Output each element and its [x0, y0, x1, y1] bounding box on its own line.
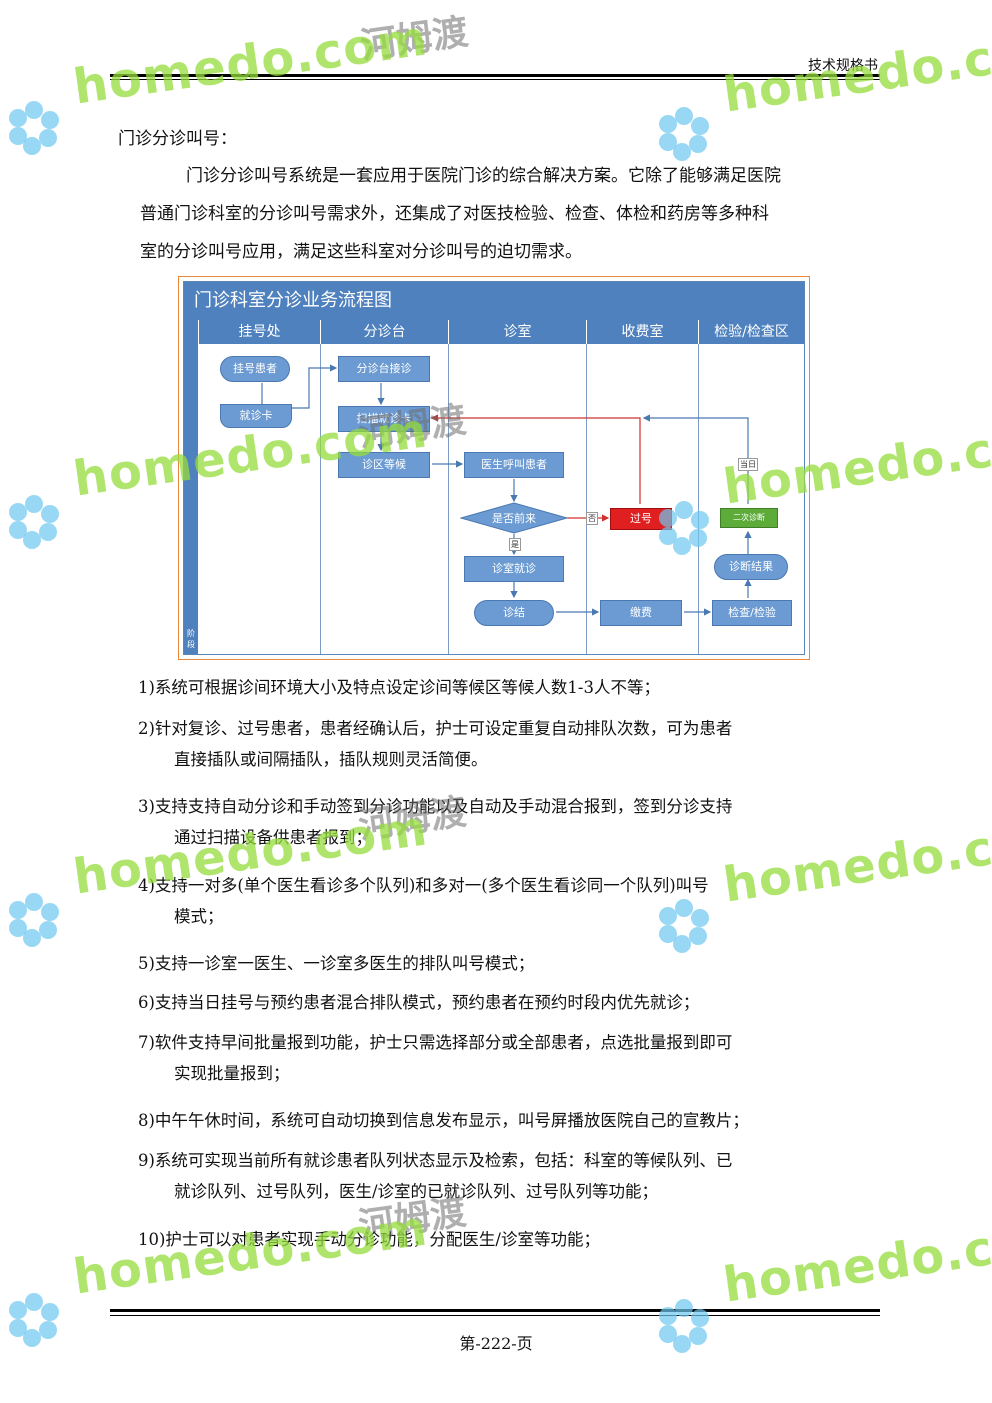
- node-present-check-shape: [460, 502, 568, 534]
- flowchart-connectors: [261, 364, 752, 616]
- list-item: 10)护士可以对患者实现手动分诊功能，分配医生/诊室等功能；: [138, 1224, 878, 1255]
- intro-paragraph: 门诊分诊叫号系统是一套应用于医院门诊的综合解决方案。它除了能够满足医院 普通门诊…: [140, 157, 885, 271]
- node-diagnosis-result: 诊断结果: [714, 554, 788, 580]
- list-item-text: 7)软件支持早间批量报到功能，护士只需选择部分或全部患者，点选批量报到即可: [138, 1033, 733, 1052]
- node-diagnosis-end: 诊结: [474, 600, 554, 626]
- list-item: 8)中午午休时间，系统可自动切换到信息发布显示，叫号屏播放医院自己的宣教片；: [138, 1105, 878, 1136]
- flowchart-side-bar: [184, 320, 198, 654]
- flower-logo-icon: [9, 1293, 59, 1347]
- watermark-latin: homedo.com: [70, 10, 432, 116]
- node-payment: 缴费: [600, 600, 682, 626]
- header-rule-thick: [110, 74, 880, 77]
- page-number: 第-222-页: [459, 1334, 533, 1353]
- edge-label-no: 否: [586, 512, 598, 525]
- list-item-text: 9)系统可实现当前所有就诊患者队列状态显示及检索，包括：科室的等候队列、已: [138, 1151, 733, 1170]
- column-header-register: 挂号处: [198, 320, 320, 344]
- flowchart-frame: 门诊科室分诊业务流程图 阶段 挂号处 分诊台 诊室 收费室 检验/检查区: [183, 281, 805, 655]
- flowchart-side-label: 阶段: [187, 629, 195, 649]
- list-item: 9)系统可实现当前所有就诊患者队列状态显示及检索，包括：科室的等候队列、已 就诊…: [138, 1145, 878, 1207]
- list-item: 7)软件支持早间批量报到功能，护士只需选择部分或全部患者，点选批量报到即可 实现…: [138, 1027, 878, 1089]
- flower-logo-icon: [9, 101, 59, 155]
- list-item: 5)支持一诊室一医生、一诊室多医生的排队叫号模式；: [138, 948, 878, 979]
- list-item-continuation: 直接插队或间隔插队，插队规则灵活简便。: [174, 750, 488, 769]
- list-item-text: 4)支持一对多(单个医生看诊多个队列)和多对一(多个医生看诊同一个队列)叫号: [138, 876, 709, 895]
- list-item-text: 1)系统可根据诊间环境大小及特点设定诊间等候区等候人数1-3人不等；: [138, 678, 661, 697]
- list-item-continuation: 通过扫描设备供患者报到；: [174, 828, 372, 847]
- list-item-continuation: 就诊队列、过号队列，医生/诊室的已就诊队列、过号队列等功能；: [174, 1182, 659, 1201]
- list-item-text: 6)支持当日挂号与预约患者混合排队模式，预约患者在预约时段内优先就诊；: [138, 993, 700, 1012]
- flowchart-title: 门诊科室分诊业务流程图: [184, 282, 804, 320]
- list-item-continuation: 实现批量报到；: [174, 1064, 290, 1083]
- lane-divider: [448, 344, 449, 654]
- node-register-patient: 挂号患者: [220, 356, 290, 382]
- footer-rule-thick: [110, 1309, 880, 1312]
- column-header-clinic: 诊室: [448, 320, 586, 344]
- header-label: 技术规格书: [808, 58, 878, 74]
- node-visit-card: 就诊卡: [220, 404, 292, 428]
- intro-line: 室的分诊叫号应用，满足这些科室对分诊叫号的迫切需求。: [140, 242, 582, 262]
- list-item: 3)支持支持自动分诊和手动签到分诊功能以及自动及手动混合报到，签到分诊支持 通过…: [138, 791, 878, 853]
- lane-divider: [586, 344, 587, 654]
- edge-label-yes: 是: [509, 538, 521, 551]
- list-item-text: 8)中午午休时间，系统可自动切换到信息发布显示，叫号屏播放医院自己的宣教片；: [138, 1111, 749, 1130]
- lane-divider: [320, 344, 321, 654]
- list-item-text: 3)支持支持自动分诊和手动签到分诊功能以及自动及手动混合报到，签到分诊支持: [138, 797, 733, 816]
- flower-logo-icon: [659, 1299, 709, 1353]
- edge-label-same-day: 当日: [738, 458, 758, 471]
- node-recheck: 二次诊断: [720, 508, 778, 528]
- flowchart-figure: 门诊科室分诊业务流程图 阶段 挂号处 分诊台 诊室 收费室 检验/检查区: [178, 276, 810, 660]
- list-item-text: 2)针对复诊、过号患者，患者经确认后，护士可设定重复自动排队次数，可为患者: [138, 719, 733, 738]
- column-header-triage: 分诊台: [320, 320, 448, 344]
- flower-logo-icon: [9, 495, 59, 549]
- node-consultation: 诊室就诊: [464, 556, 564, 582]
- node-triage-reception: 分诊台接诊: [338, 356, 430, 382]
- section-title: 门诊分诊叫号：: [118, 129, 237, 149]
- column-header-lab: 检验/检查区: [698, 320, 804, 344]
- flower-logo-icon: [659, 107, 709, 161]
- flower-logo-icon: [659, 501, 709, 555]
- header-rule-thin: [110, 79, 880, 80]
- list-item: 4)支持一对多(单个医生看诊多个队列)和多对一(多个医生看诊同一个队列)叫号 模…: [138, 870, 878, 932]
- lane-divider: [698, 344, 699, 654]
- list-item-continuation: 模式；: [174, 907, 224, 926]
- node-exam-test: 检查/检验: [712, 600, 792, 626]
- list-item-text: 5)支持一诊室一医生、一诊室多医生的排队叫号模式；: [138, 954, 535, 973]
- node-scan-card: 扫描就诊卡: [338, 406, 430, 432]
- node-doctor-call: 医生呼叫患者: [464, 452, 564, 478]
- footer-rule-thin: [110, 1315, 880, 1316]
- node-present-check: 是否前来: [492, 512, 536, 525]
- list-item: 1)系统可根据诊间环境大小及特点设定诊间等候区等候人数1-3人不等；: [138, 672, 878, 703]
- flower-logo-icon: [659, 899, 709, 953]
- list-item: 2)针对复诊、过号患者，患者经确认后，护士可设定重复自动排队次数，可为患者 直接…: [138, 713, 878, 775]
- column-header-cashier: 收费室: [586, 320, 698, 344]
- watermark-latin: homedo.com: [720, 18, 992, 124]
- node-waiting-area: 诊区等候: [338, 452, 430, 478]
- intro-line: 普通门诊科室的分诊叫号需求外，还集成了对医技检验、检查、体检和药房等多种科: [140, 204, 769, 224]
- watermark-latin: homedo.com: [70, 1200, 432, 1306]
- flower-logo-icon: [9, 893, 59, 947]
- list-item: 6)支持当日挂号与预约患者混合排队模式，预约患者在预约时段内优先就诊；: [138, 987, 878, 1018]
- list-item-text: 10)护士可以对患者实现手动分诊功能，分配医生/诊室等功能；: [138, 1230, 600, 1249]
- intro-line: 门诊分诊叫号系统是一套应用于医院门诊的综合解决方案。它除了能够满足医院: [186, 166, 781, 186]
